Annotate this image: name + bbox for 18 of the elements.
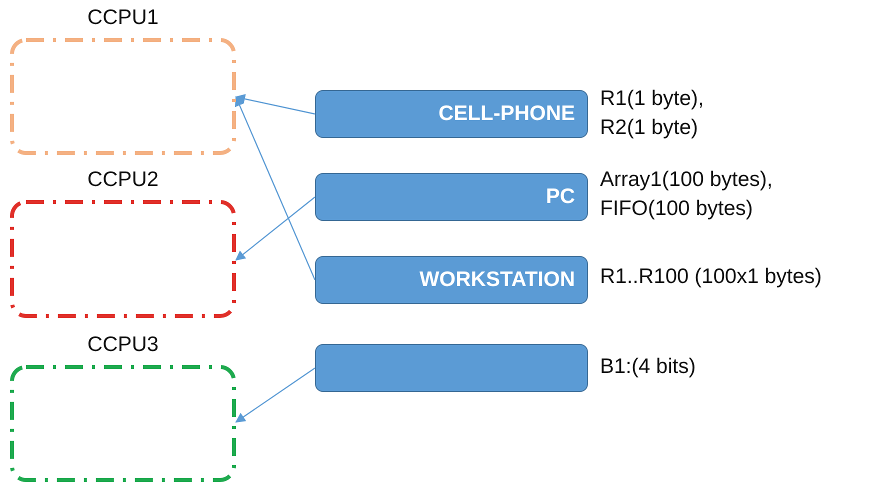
device-box [315, 344, 588, 392]
dashed-group-frame [10, 333, 236, 482]
memory-note: R1(1 byte), R2(1 byte) [600, 86, 705, 142]
memory-note: R1..R100 (100x1 bytes) [600, 264, 823, 290]
dashed-group-frame [10, 168, 236, 318]
device-box: WORKSTATION [315, 256, 588, 304]
arrow [235, 368, 316, 423]
arrow [235, 94, 316, 115]
group-heading: CCPU2 [86, 168, 160, 192]
device-box: CELL-PHONE [315, 90, 588, 138]
dashed-group-frame [10, 6, 236, 155]
group-heading: CCPU3 [86, 333, 160, 357]
memory-note: B1:(4 bits) [600, 354, 697, 380]
arrow [235, 196, 316, 261]
group-heading: CCPU1 [86, 6, 160, 30]
device-box: PC [315, 173, 588, 221]
memory-note: Array1(100 bytes), FIFO(100 bytes) [600, 167, 774, 222]
arrow [234, 96, 316, 280]
